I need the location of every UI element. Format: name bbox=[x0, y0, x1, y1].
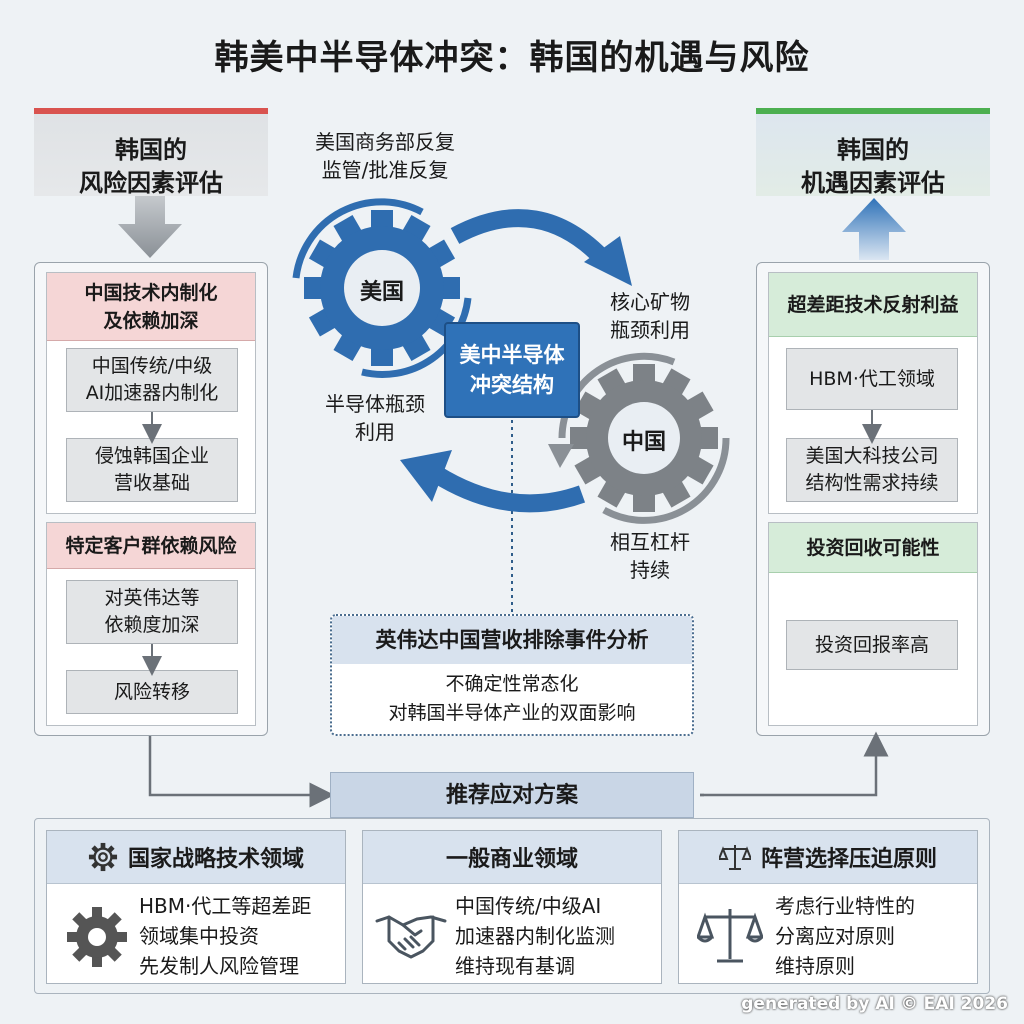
opportunity-node-hbm-foundry: HBM·代工领域 bbox=[786, 348, 958, 410]
national-card-title: 国家战略技术领域 bbox=[127, 847, 304, 872]
opportunity-node-1-line1: HBM·代工领域 bbox=[809, 367, 935, 390]
national-card-text: HBM·代工等超差距 领域集中投资 先发制人风险管理 bbox=[139, 891, 311, 981]
risk-section-2-title: 特定客户群依赖风险 bbox=[47, 523, 255, 569]
national-line2: 领域集中投资 bbox=[139, 924, 259, 948]
strategy-card-national: 国家战略技术领域 HBM·代工等超差距 领域集中投资 先发制人风险管理 bbox=[46, 830, 346, 984]
usa-gear-icon bbox=[292, 198, 472, 378]
page-title: 韩美中半导体冲突：韩国的机遇与风险 bbox=[214, 38, 810, 78]
risk-header-line1: 韩国的 bbox=[115, 136, 187, 164]
opportunity-node-bigtech-demand: 美国大科技公司 结构性需求持续 bbox=[786, 438, 958, 502]
risk-node-risk-transfer: 风险转移 bbox=[66, 670, 238, 714]
commerce-label-line2: 监管/批准反复 bbox=[321, 158, 449, 182]
alignment-line3: 维持原则 bbox=[775, 954, 855, 978]
strategy-card-commercial: 一般商业领域 中国传统/中级AI 加速器内制化监测 维持现有基调 bbox=[362, 830, 662, 984]
up-arrow-icon bbox=[842, 198, 906, 260]
gear-icon bbox=[67, 907, 127, 967]
opportunity-assessment-header: 韩国的 机遇因素评估 bbox=[756, 108, 990, 197]
commercial-line2: 加速器内制化监测 bbox=[455, 924, 615, 948]
risk-node-revenue-erosion: 侵蚀韩国企业 营收基础 bbox=[66, 438, 238, 502]
minerals-label-line1: 核心矿物 bbox=[610, 290, 690, 314]
opportunity-node-high-roi: 投资回报率高 bbox=[786, 620, 958, 670]
recommendation-box: 推荐应对方案 bbox=[330, 772, 694, 818]
opportunity-section-2-title-line1: 投资回收可能性 bbox=[806, 536, 940, 559]
usa-to-china-arrow bbox=[450, 209, 613, 269]
alignment-line1: 考虑行业特性的 bbox=[775, 894, 915, 918]
opportunity-section-1-title: 超差距技术反射利益 bbox=[769, 273, 977, 337]
alignment-line2: 分离应对原则 bbox=[775, 924, 895, 948]
analysis-line2: 对韩国半导体产业的双面影响 bbox=[388, 702, 636, 724]
bottleneck-label-line2: 利用 bbox=[355, 420, 395, 444]
risk-node-1-line1: 中国传统/中级 bbox=[91, 355, 213, 377]
risk-section-1-title-line2: 及依赖加深 bbox=[103, 309, 199, 332]
gear-icon bbox=[88, 842, 118, 872]
risk-section-1-title-line1: 中国技术内制化 bbox=[84, 281, 218, 304]
scales-icon bbox=[697, 909, 763, 963]
opportunity-node-2-line2: 结构性需求持续 bbox=[805, 472, 939, 494]
opportunity-header-line1: 韩国的 bbox=[837, 136, 909, 164]
risk-node-2-line2: 营收基础 bbox=[113, 472, 190, 494]
risk-node-nvidia-dependency: 对英伟达等 依赖度加深 bbox=[66, 580, 238, 644]
risk-to-recommend-connector bbox=[148, 736, 335, 808]
commerce-regulation-label: 美国商务部反复 监管/批准反复 bbox=[290, 128, 480, 184]
risk-node-3-line2: 依赖度加深 bbox=[104, 614, 200, 636]
recommend-to-opportunity-connector bbox=[700, 731, 889, 797]
analysis-title: 英伟达中国营收排除事件分析 bbox=[332, 616, 692, 664]
usa-gear-label: 美国 bbox=[359, 280, 404, 305]
china-to-usa-arrow bbox=[431, 466, 586, 513]
core-box-line1: 美中半导体 bbox=[459, 343, 565, 367]
risk-node-3-line1: 对英伟达等 bbox=[104, 587, 200, 609]
commercial-line1: 中国传统/中级AI bbox=[455, 894, 602, 918]
opportunity-section-1-title-line1: 超差距技术反射利益 bbox=[787, 293, 959, 316]
commercial-card-title: 一般商业领域 bbox=[445, 847, 578, 872]
china-to-usa-arrowhead bbox=[400, 450, 452, 502]
commercial-card-text: 中国传统/中级AI 加速器内制化监测 维持现有基调 bbox=[455, 891, 615, 981]
critical-minerals-label: 核心矿物 瓶颈利用 bbox=[590, 288, 710, 344]
handshake-icon bbox=[375, 915, 447, 959]
usa-to-china-arrowhead bbox=[584, 236, 632, 286]
commerce-label-line1: 美国商务部反复 bbox=[315, 130, 455, 154]
scales-icon bbox=[718, 845, 751, 870]
conflict-structure-box: 美中半导体 冲突结构 bbox=[444, 322, 580, 418]
national-line1: HBM·代工等超差距 bbox=[139, 894, 312, 918]
leverage-label-line1: 相互杠杆 bbox=[610, 530, 690, 554]
semiconductor-bottleneck-label: 半导体瓶颈 利用 bbox=[310, 390, 440, 446]
nvidia-analysis-box: 英伟达中国营收排除事件分析 不确定性常态化 对韩国半导体产业的双面影响 bbox=[330, 614, 694, 736]
risk-node-4-line1: 风险转移 bbox=[113, 680, 190, 703]
opportunity-header-line2: 机遇因素评估 bbox=[801, 169, 945, 197]
strategy-card-alignment: 阵营选择压迫原则 考虑行业特性的 分离应对原则 维持原则 bbox=[678, 830, 978, 984]
risk-node-2-line1: 侵蚀韩国企业 bbox=[94, 445, 209, 467]
risk-header-line2: 风险因素评估 bbox=[79, 169, 223, 197]
risk-node-china-localization: 中国传统/中级 AI加速器内制化 bbox=[66, 348, 238, 412]
china-gear-label: 中国 bbox=[621, 430, 666, 455]
opportunity-node-3-line1: 投资回报率高 bbox=[814, 633, 929, 656]
risk-assessment-header: 韩国的 风险因素评估 bbox=[34, 108, 268, 197]
risk-section-2-title-line1: 特定客户群依赖风险 bbox=[65, 534, 237, 557]
opportunity-node-2-line1: 美国大科技公司 bbox=[805, 445, 939, 467]
down-arrow-icon bbox=[118, 196, 182, 258]
mutual-leverage-label: 相互杠杆 持续 bbox=[590, 528, 710, 584]
alignment-card-text: 考虑行业特性的 分离应对原则 维持原则 bbox=[775, 891, 915, 981]
risk-node-1-line2: AI加速器内制化 bbox=[85, 382, 219, 404]
analysis-line1: 不确定性常态化 bbox=[445, 673, 579, 695]
core-box-line2: 冲突结构 bbox=[470, 373, 554, 397]
alignment-card-header: 阵营选择压迫原则 bbox=[679, 831, 977, 884]
commercial-card-header: 一般商业领域 bbox=[363, 831, 661, 884]
alignment-card-title: 阵营选择压迫原则 bbox=[760, 847, 937, 872]
china-gear-icon bbox=[548, 352, 730, 524]
minerals-label-line2: 瓶颈利用 bbox=[610, 318, 690, 342]
leverage-label-line2: 持续 bbox=[630, 558, 670, 582]
national-line3: 先发制人风险管理 bbox=[139, 954, 299, 978]
risk-section-1-title: 中国技术内制化 及依赖加深 bbox=[47, 273, 255, 341]
national-card-header: 国家战略技术领域 bbox=[47, 831, 345, 884]
opportunity-section-2-title: 投资回收可能性 bbox=[769, 523, 977, 573]
commercial-line3: 维持现有基调 bbox=[455, 954, 575, 978]
watermark: generated by AI © EAI 2026 bbox=[741, 994, 1008, 1014]
bottleneck-label-line1: 半导体瓶颈 bbox=[325, 392, 425, 416]
